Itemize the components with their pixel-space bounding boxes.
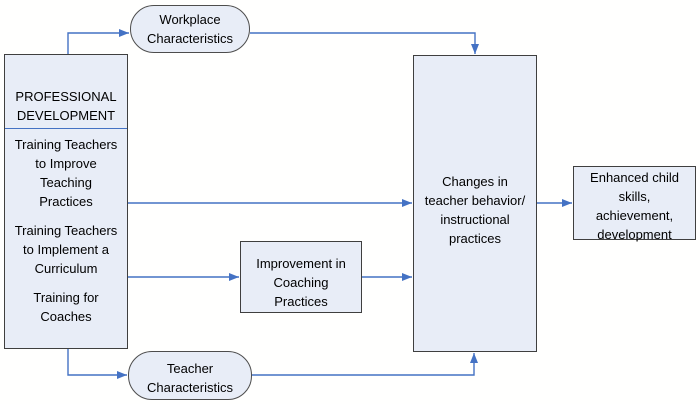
pd-item-training-coaches: Training for Coaches bbox=[33, 290, 99, 324]
node-teacher-characteristics: Teacher Characteristics bbox=[128, 351, 252, 400]
pd-item-implement-curriculum: Training Teachers to Implement a Curricu… bbox=[14, 223, 118, 276]
arrow-workplace-characteristics-to-teacher-changes bbox=[250, 32, 479, 54]
professional-development-title: PROFESSIONAL DEVELOPMENT bbox=[5, 55, 127, 129]
arrow-pd-to-workplace-characteristics bbox=[67, 29, 129, 54]
node-workplace-characteristics: Workplace Characteristics bbox=[130, 5, 250, 53]
node-enhanced-child-outcomes: Enhanced child skills, achievement, deve… bbox=[573, 166, 696, 242]
arrow-pd-to-teacher-characteristics bbox=[67, 349, 127, 379]
node-improvement-coaching-practices: Improvement in Coaching Practices bbox=[240, 241, 362, 313]
pd-item-improve-teaching: Training Teachers to Improve Teaching Pr… bbox=[14, 137, 118, 209]
arrow-teacher-characteristics-to-teacher-changes bbox=[252, 353, 478, 376]
professional-development-body: Training Teachers to Improve Teaching Pr… bbox=[5, 129, 127, 326]
node-changes-teacher-behavior: Changes in teacher behavior/ instruction… bbox=[413, 55, 537, 352]
node-professional-development: PROFESSIONAL DEVELOPMENT Training Teache… bbox=[4, 54, 128, 349]
